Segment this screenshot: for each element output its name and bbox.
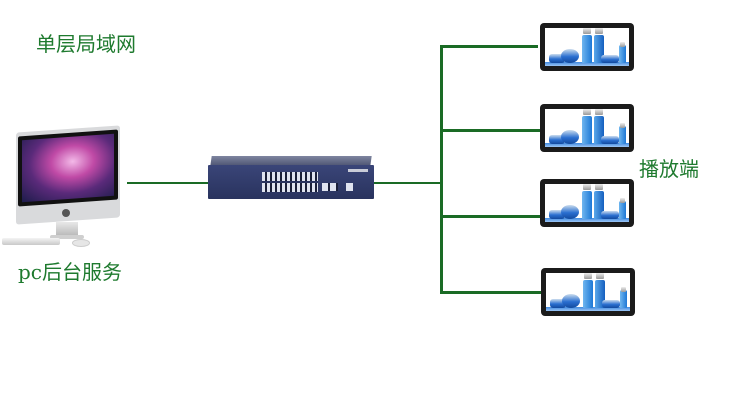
diagram-title: 单层局域网 — [36, 32, 136, 56]
players-label: 播放端 — [639, 157, 699, 181]
edge-bus-player-3 — [440, 215, 540, 218]
bus-vertical — [440, 45, 443, 294]
edge-server-switch — [127, 182, 209, 184]
edge-bus-player-4 — [440, 291, 541, 294]
server-label: pc后台服务 — [18, 260, 123, 284]
display-screen-icon — [541, 268, 635, 316]
display-screen-icon — [540, 179, 634, 227]
display-screen-icon — [540, 23, 634, 71]
imac-computer-icon — [2, 125, 122, 249]
edge-switch-bus — [372, 182, 442, 184]
edge-bus-player-1 — [440, 45, 538, 48]
network-switch-icon — [208, 156, 374, 202]
edge-bus-player-2 — [440, 129, 540, 132]
display-screen-icon — [540, 104, 634, 152]
